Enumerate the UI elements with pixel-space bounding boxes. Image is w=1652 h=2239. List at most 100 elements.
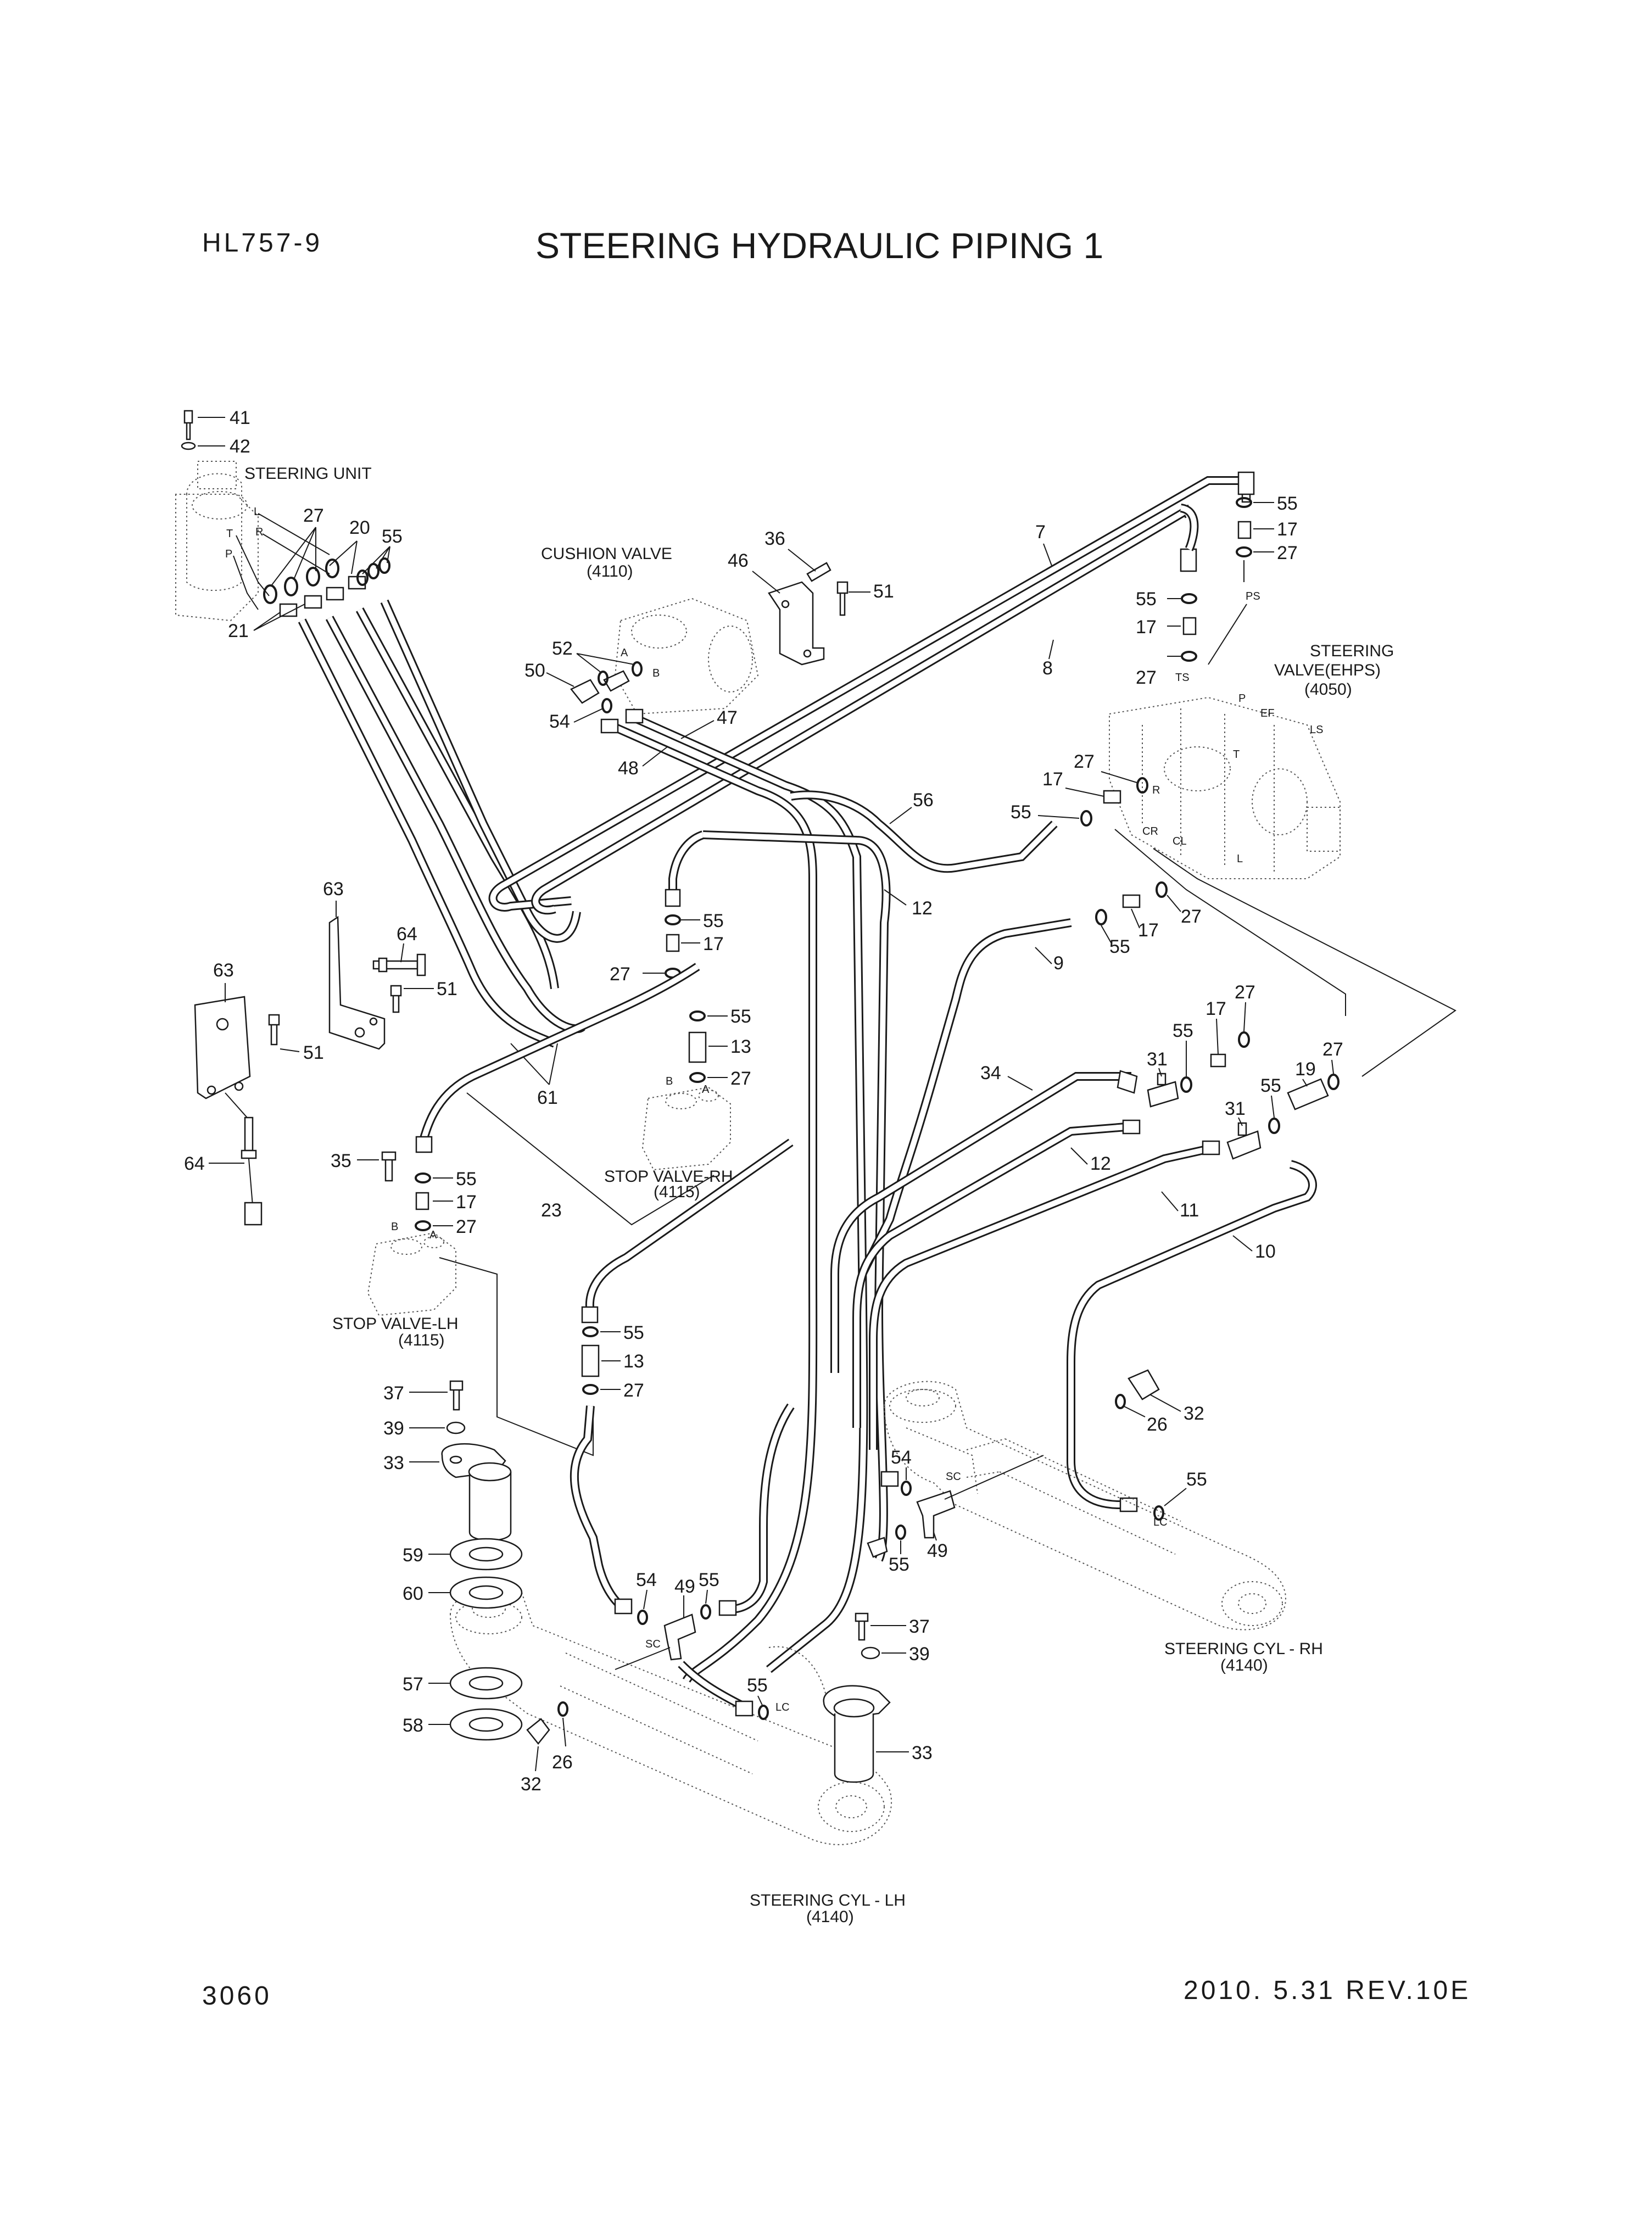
pipe-8 <box>531 504 1199 915</box>
callout-27h: 27 <box>456 1216 477 1237</box>
hose-lh-lc <box>678 1661 754 1717</box>
callout-27b: 27 <box>1277 543 1298 563</box>
port-unit-R: R <box>255 526 263 538</box>
oring-55m <box>895 1525 906 1540</box>
oring-52b <box>632 661 643 677</box>
oring-27i <box>1238 1031 1250 1048</box>
callout-11: 11 <box>1180 1200 1199 1221</box>
bracket-63b <box>194 996 251 1099</box>
leader-55d <box>1037 815 1080 819</box>
oring-27j <box>582 1384 599 1395</box>
steering-valve-code: (4050) <box>1304 680 1352 699</box>
callout-55f: 55 <box>703 911 724 931</box>
oring-55e <box>1095 909 1107 925</box>
stop-valve-lh-code: (4115) <box>398 1331 445 1349</box>
leader-50 <box>546 672 574 687</box>
callout-55g: 55 <box>730 1006 751 1027</box>
model-number: HL757-9 <box>202 228 322 258</box>
unit-hoses <box>298 599 585 1048</box>
leader-27e <box>1167 895 1181 912</box>
leader-32b <box>1150 1394 1181 1412</box>
steering-unit <box>175 461 259 622</box>
leader-55a <box>362 546 390 574</box>
oring-55o <box>758 1705 769 1720</box>
bolt-35 <box>381 1151 397 1182</box>
callout-41: 41 <box>230 407 250 428</box>
callout-42: 42 <box>230 436 250 457</box>
callout-64b: 64 <box>184 1153 205 1174</box>
oring-54 <box>601 698 612 713</box>
adapter-17d <box>1122 894 1141 908</box>
leader-CL-route <box>1153 848 1456 1077</box>
leader-52 <box>576 653 635 673</box>
oring-54c <box>901 1481 912 1496</box>
oring-55c <box>1181 593 1197 604</box>
callout-54c: 54 <box>891 1447 912 1468</box>
oring-55k <box>582 1326 599 1337</box>
steering-cyl-lh-code: (4140) <box>806 1908 854 1926</box>
callout-13b: 13 <box>623 1351 644 1372</box>
leader-23-route <box>466 1092 715 1226</box>
callout-52: 52 <box>552 638 573 659</box>
oring-55l <box>700 1604 711 1620</box>
leader-19 <box>1302 1079 1308 1087</box>
callout-27e: 27 <box>1181 906 1202 927</box>
oring-26a <box>557 1701 568 1717</box>
callout-12a: 12 <box>912 898 933 919</box>
callout-27k: 27 <box>1322 1039 1343 1060</box>
stop-valve-lh <box>367 1232 456 1316</box>
leader-27a <box>271 527 316 585</box>
oring-52a <box>598 671 609 686</box>
callout-32a: 32 <box>521 1774 542 1795</box>
stop-valve-lh-label: STOP VALVE-LH <box>332 1315 459 1333</box>
port-cylrh-SC: SC <box>946 1471 961 1483</box>
leader-34 <box>1007 1076 1033 1091</box>
port-valve-T: T <box>1233 749 1240 761</box>
bolt-51b <box>390 985 402 1013</box>
callout-35: 35 <box>331 1151 351 1171</box>
adapter-17a <box>1237 521 1252 539</box>
shim-57 <box>449 1667 523 1700</box>
callout-27d: 27 <box>1074 751 1095 772</box>
shim-59 <box>449 1538 523 1571</box>
callout-55k: 55 <box>623 1322 644 1343</box>
cushion-valve-code: (4110) <box>587 562 633 580</box>
oring-27c <box>1181 651 1197 662</box>
leader-stoplh-route <box>439 1257 594 1456</box>
leader-17g <box>1216 1018 1219 1055</box>
callout-36: 36 <box>764 528 785 549</box>
bolt-37b <box>855 1612 869 1641</box>
leader-27d <box>1101 771 1137 783</box>
callout-26a: 26 <box>552 1752 573 1773</box>
port-valve-EF: EF <box>1260 707 1275 719</box>
oring-27h <box>415 1220 431 1231</box>
callout-21: 21 <box>228 621 249 641</box>
elbow-52 <box>603 670 630 692</box>
port-valve-CL: CL <box>1173 835 1187 847</box>
port-cushion-B: B <box>652 667 660 679</box>
leader-11 <box>1161 1191 1179 1211</box>
leader-48 <box>642 746 668 767</box>
oring-26b <box>1115 1394 1126 1409</box>
plug-32b <box>1128 1369 1160 1400</box>
oring-55f <box>665 914 681 925</box>
callout-37a: 37 <box>383 1383 404 1404</box>
callout-58: 58 <box>403 1715 423 1736</box>
pin-33b <box>823 1685 891 1783</box>
valve-13b <box>581 1344 600 1377</box>
elbow-50 <box>570 679 600 704</box>
oring-27k <box>1327 1074 1340 1090</box>
leader-49b <box>933 1532 937 1541</box>
callout-63b: 63 <box>213 960 234 981</box>
oring-27g <box>689 1072 706 1083</box>
leader-64a <box>400 943 404 963</box>
callout-33b: 33 <box>912 1743 933 1763</box>
leader-31a <box>1158 1068 1162 1077</box>
callout-17f: 17 <box>456 1192 477 1213</box>
oring-55n <box>1153 1505 1164 1521</box>
oring-27e <box>1156 881 1168 898</box>
callout-55h: 55 <box>456 1169 477 1190</box>
callout-13a: 13 <box>730 1036 751 1057</box>
leader-12b <box>1070 1147 1088 1165</box>
